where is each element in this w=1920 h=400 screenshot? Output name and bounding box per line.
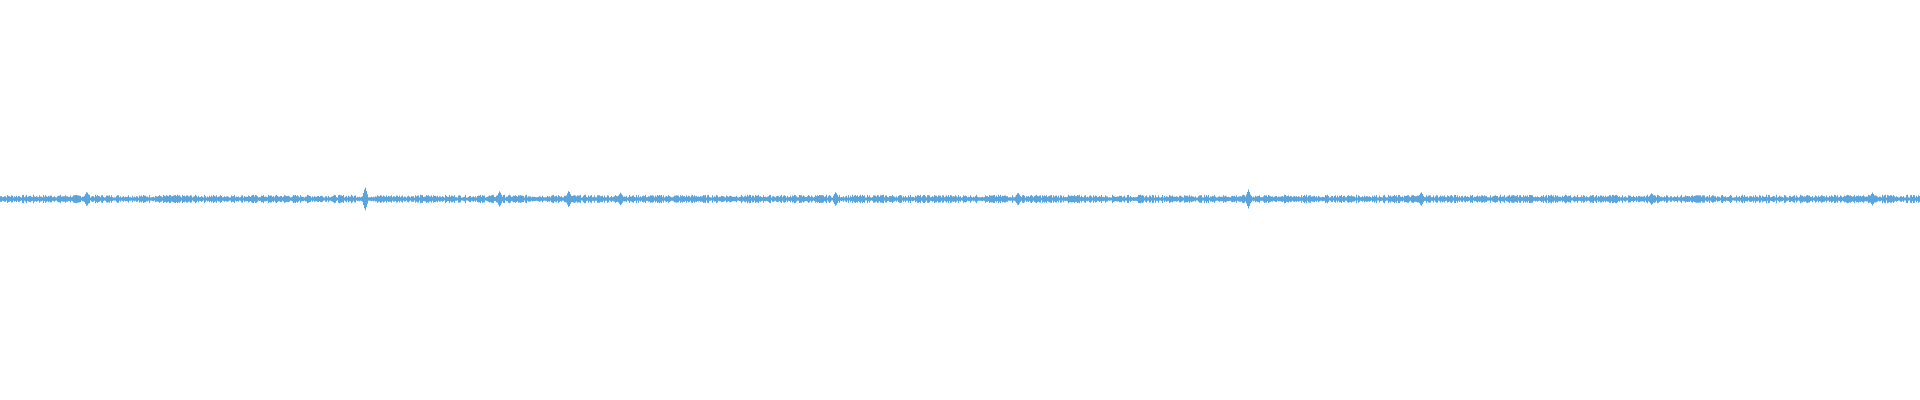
waveform-signal [0, 187, 1920, 211]
